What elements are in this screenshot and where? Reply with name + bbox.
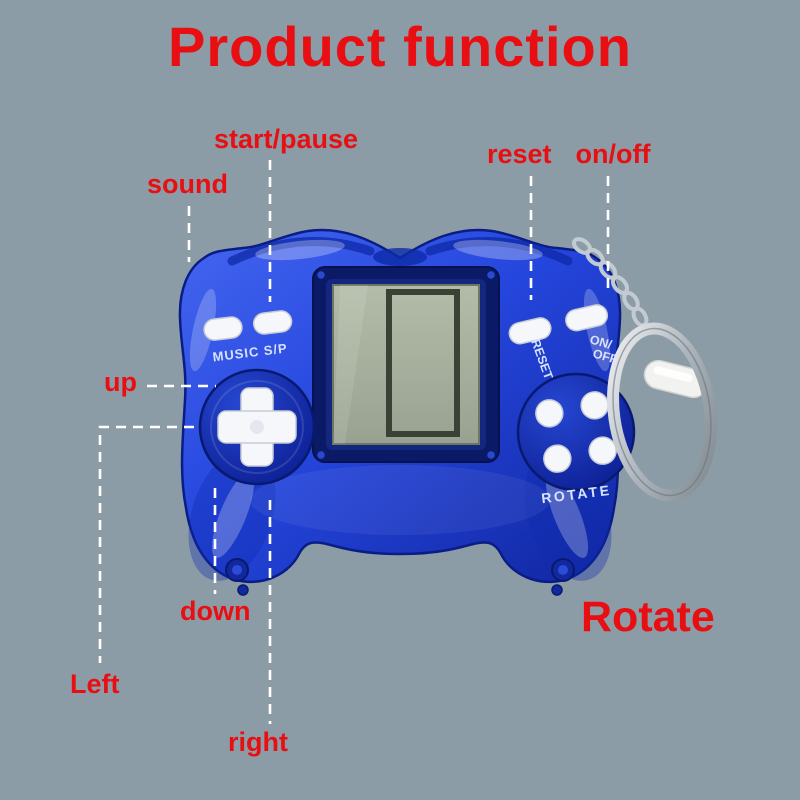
rotate-button-3 [543,444,572,473]
label-down: down [180,596,251,626]
reset-button [508,317,552,345]
rotate-button-1 [535,399,564,428]
plastic-clasp [643,359,709,399]
label-on-off: on/off [575,139,651,169]
page-title: Product function [168,15,632,78]
keychain [571,237,717,502]
label-right: right [228,727,288,757]
lcd-screen [312,266,500,463]
label-up: up [104,367,137,397]
grip-nubs [225,558,575,596]
label-start-pause: start/pause [214,124,359,154]
label-sound: sound [147,169,228,199]
d-pad [198,368,316,486]
onoff-button [565,304,609,332]
off-text: OFF [591,346,619,366]
game-border [386,289,460,437]
label-left: Left [70,669,120,699]
label-rotate: Rotate [581,593,715,641]
music-button [203,316,243,341]
on-text: ON/ [588,332,614,352]
start-pause-button [252,310,293,335]
chain-links [571,237,649,328]
music-sp-buttons: MUSIC S/P [203,310,293,364]
annotation-lines [98,160,610,724]
label-reset: reset [487,139,552,169]
line-left [98,425,194,663]
screws [315,269,497,461]
label-reset-onoff: reset on/off [487,139,651,170]
